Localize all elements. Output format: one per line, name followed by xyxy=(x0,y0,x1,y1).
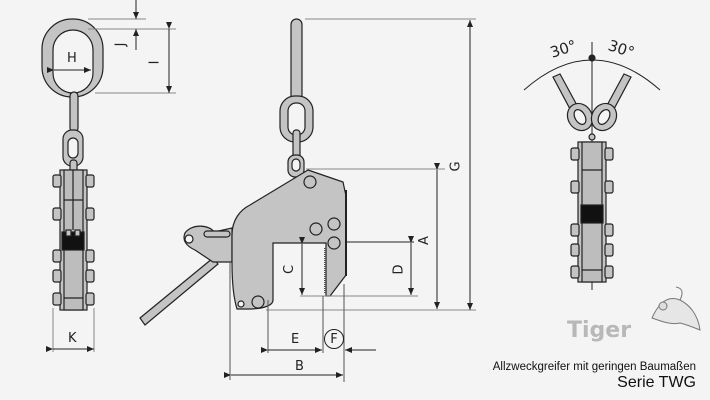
dim-label-d: D xyxy=(391,264,407,275)
dim-label-j: J xyxy=(113,42,129,47)
dim-label-a: A xyxy=(416,236,432,245)
dim-label-c: C xyxy=(282,264,298,275)
side-view xyxy=(139,18,476,382)
product-series-title: Serie TWG xyxy=(617,374,696,391)
dim-label-g: G xyxy=(448,161,464,172)
dim-label-h: H xyxy=(67,51,77,66)
tiger-logo-icon xyxy=(651,286,701,331)
front-view xyxy=(41,0,176,352)
dim-label-k: K xyxy=(68,331,77,346)
dim-label-b: B xyxy=(295,359,304,374)
dim-label-f: F xyxy=(324,329,344,349)
product-description: Allzweckgreifer mit geringen Baumaßen xyxy=(492,361,696,373)
brand-logo: Tiger xyxy=(567,318,632,343)
sling-angle-view xyxy=(523,42,661,290)
dim-label-e: E xyxy=(291,332,300,347)
dim-label-i: I xyxy=(147,60,163,65)
